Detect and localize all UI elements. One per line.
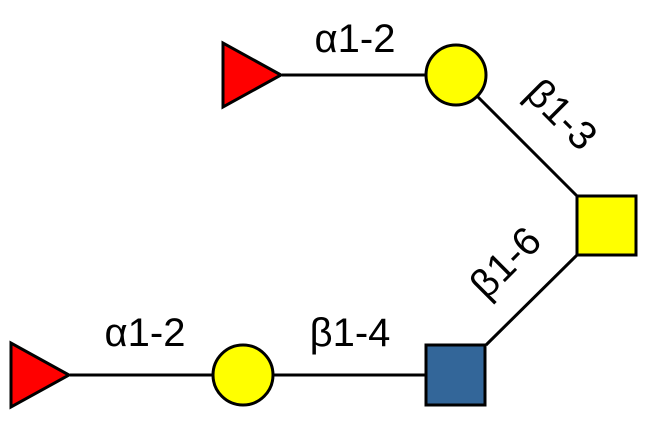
- top-fucose-triangle: [221, 40, 285, 110]
- glcnac-square: [424, 343, 487, 407]
- top-galactose-circle: [424, 43, 488, 107]
- linkage-label-beta14: β1-4: [310, 311, 391, 355]
- bottom-galactose-circle: [211, 343, 275, 407]
- bond-galnac-glcnac: [484, 253, 579, 347]
- linkage-label-beta13: β1-3: [517, 71, 605, 159]
- bond-top-galactose-galnac: [475, 94, 579, 198]
- linkage-label-top-alpha: α1-2: [315, 17, 396, 61]
- linkage-label-bottom-alpha: α1-2: [105, 311, 186, 355]
- bottom-fucose-triangle: [9, 340, 73, 410]
- galnac-square: [575, 194, 638, 257]
